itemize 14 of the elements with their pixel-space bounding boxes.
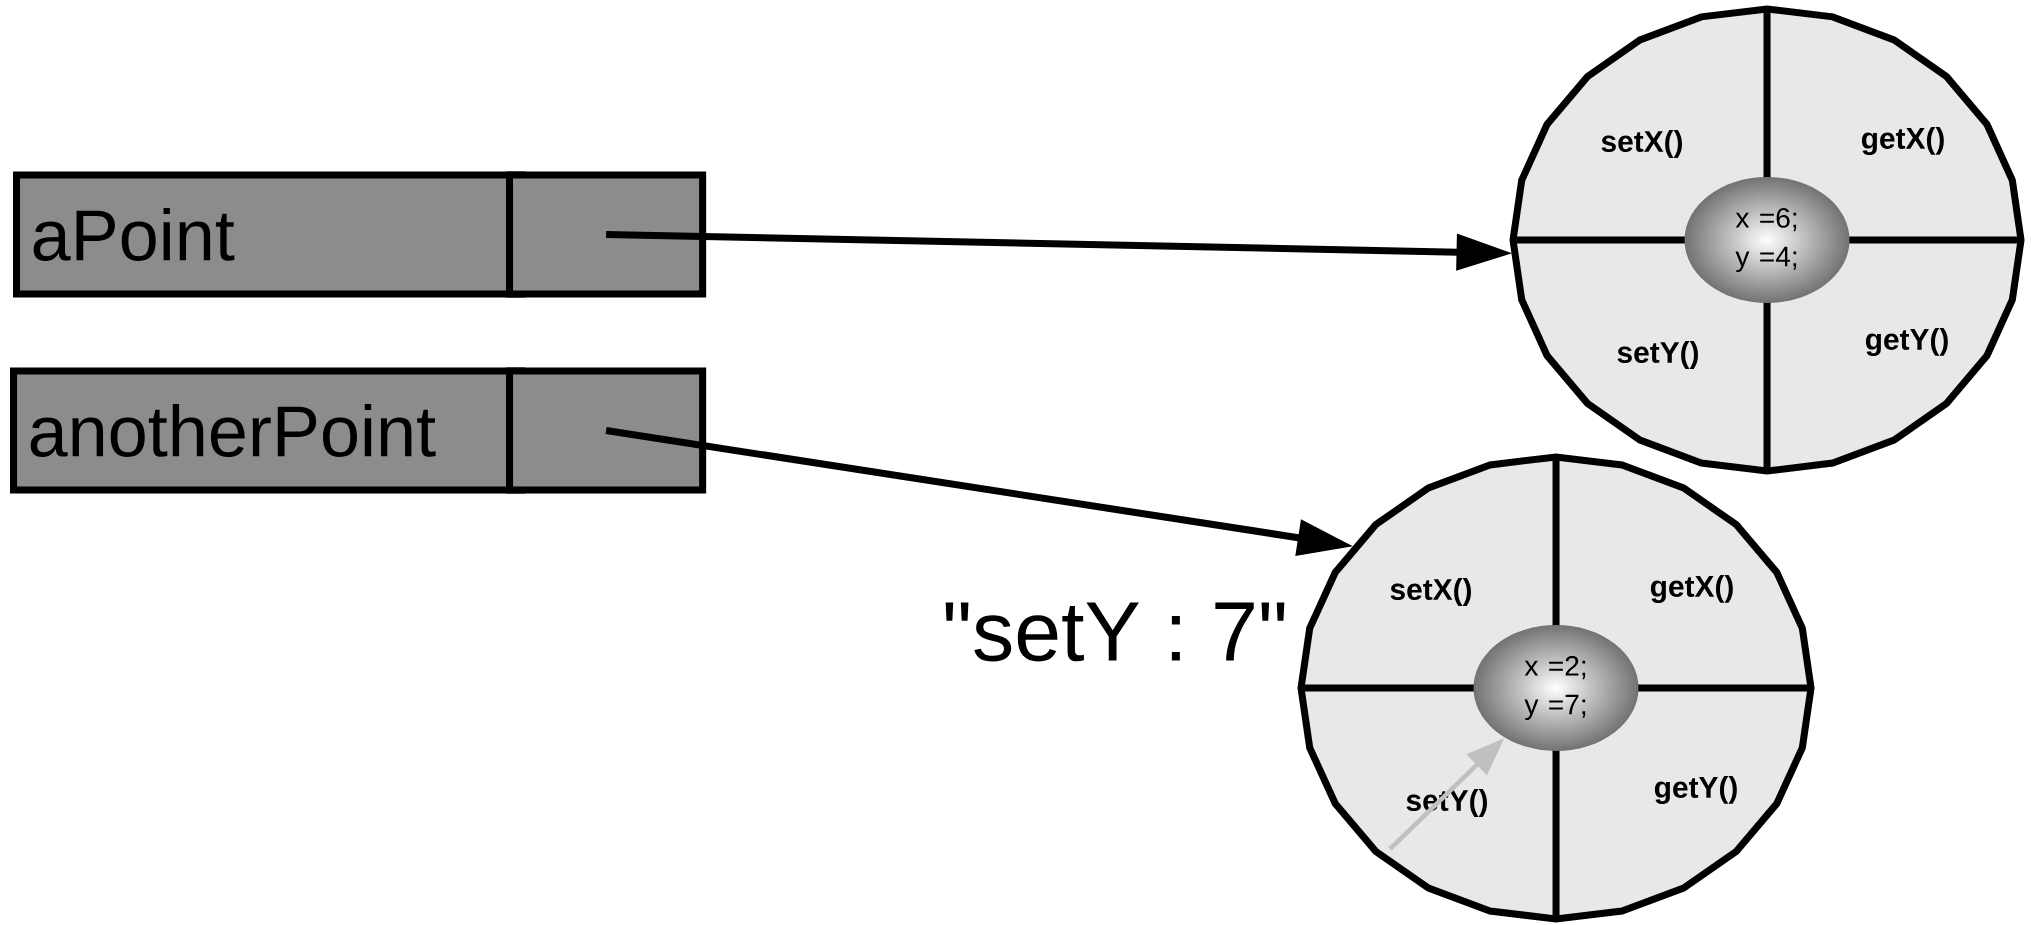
data-core: x =6; y =4;: [1735, 207, 1797, 273]
method-label: setY(): [1617, 341, 1698, 369]
object-circle: [1509, 5, 2025, 475]
method-label: setX(): [1601, 130, 1682, 158]
method-label: getY(): [1654, 776, 1737, 804]
pointer-cell: [506, 171, 707, 298]
message-label: "setY : 7": [945, 602, 1285, 662]
data-core: x =2; y =7;: [1524, 655, 1586, 721]
pointer-cell: [506, 367, 707, 494]
method-label: getX(): [1861, 127, 1944, 155]
object-circle: [1297, 453, 1815, 923]
method-label: getX(): [1650, 575, 1733, 603]
method-label: getY(): [1865, 328, 1948, 356]
method-label: setX(): [1390, 578, 1471, 606]
